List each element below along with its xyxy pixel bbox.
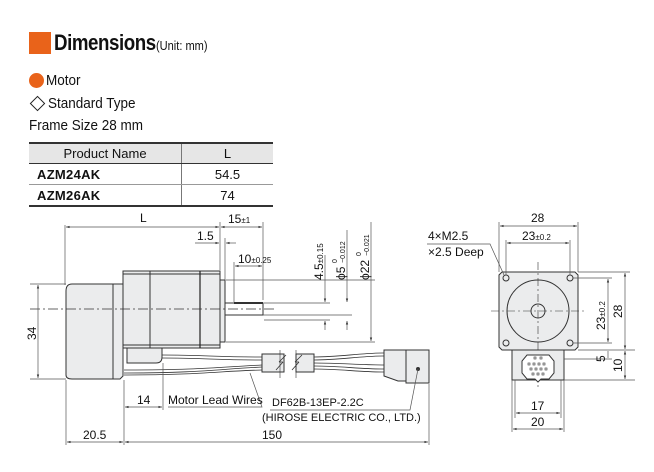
svg-text:28: 28 <box>531 211 545 225</box>
frame-size-heading: Frame Size 28 mm <box>29 117 144 134</box>
category-label: Motor <box>46 72 81 89</box>
orange-circle-icon <box>29 73 44 88</box>
svg-text:15±1: 15±1 <box>228 212 251 226</box>
svg-text:4.5±0.15: 4.5±0.15 <box>312 243 326 280</box>
svg-text:34: 34 <box>25 326 39 340</box>
front-view-dimensions <box>427 222 635 432</box>
svg-text:−0.021: −0.021 <box>364 234 371 256</box>
svg-text:20.5: 20.5 <box>83 428 107 442</box>
type-label: Standard Type <box>48 95 136 112</box>
svg-text:ϕ22: ϕ22 <box>358 260 372 280</box>
product-name-cell: AZM24AK <box>29 163 182 185</box>
svg-text:ϕ5: ϕ5 <box>334 266 348 280</box>
depth-label: ×2.5 Deep <box>428 245 484 259</box>
maker-label: (HIROSE ELECTRIC CO., LTD.) <box>262 412 421 424</box>
svg-text:23±0.2: 23±0.2 <box>594 301 608 330</box>
front-view <box>491 262 587 390</box>
column-header-product: Product Name <box>29 142 182 164</box>
section-header: Dimensions (Unit: mm) <box>29 32 216 54</box>
category-heading: Motor <box>29 72 84 89</box>
table-row: AZM24AK 54.5 <box>29 163 273 185</box>
svg-text:0: 0 <box>356 252 363 256</box>
column-header-l: L <box>181 142 273 164</box>
front-view-labels: 28 23±0.2 4×M2.5 ×2.5 Deep 23±0.2 28 5 1… <box>428 211 625 429</box>
side-view-dimensions <box>30 222 430 445</box>
l-value-cell: 54.5 <box>181 163 273 185</box>
connector-label: DF62B-13EP-2.2C <box>272 397 364 409</box>
svg-text:10±0.25: 10±0.25 <box>238 252 272 266</box>
lead-wires-label: Motor Lead Wires <box>168 393 263 407</box>
dim-l: L <box>140 211 147 225</box>
svg-text:1.5: 1.5 <box>197 229 214 243</box>
svg-text:20: 20 <box>531 415 545 429</box>
type-heading: Standard Type <box>29 95 145 112</box>
svg-text:28: 28 <box>611 304 625 318</box>
product-name-cell: AZM26AK <box>29 184 182 207</box>
unit-note: (Unit: mm) <box>155 38 208 53</box>
side-view-labels: L 15±1 1.5 10±0.25 4.5±0.15 ϕ5 0 −0.012 … <box>25 211 421 442</box>
svg-text:150: 150 <box>262 428 282 442</box>
svg-text:17: 17 <box>531 399 545 413</box>
svg-text:23±0.2: 23±0.2 <box>522 229 551 243</box>
screw-label: 4×M2.5 <box>428 229 469 243</box>
svg-text:10: 10 <box>611 358 625 372</box>
table-row: AZM26AK 74 <box>29 184 273 207</box>
l-value-cell: 74 <box>181 184 273 207</box>
page-title: Dimensions <box>54 30 156 55</box>
svg-text:14: 14 <box>137 393 151 407</box>
table-header-row: Product Name L <box>29 142 273 164</box>
orange-square-icon <box>29 32 51 54</box>
product-table: Product Name L AZM24AK 54.5 AZM26AK 74 <box>29 142 273 207</box>
svg-text:0: 0 <box>332 259 339 263</box>
svg-text:−0.012: −0.012 <box>340 241 347 263</box>
svg-text:5: 5 <box>594 355 608 362</box>
side-view <box>30 270 430 384</box>
